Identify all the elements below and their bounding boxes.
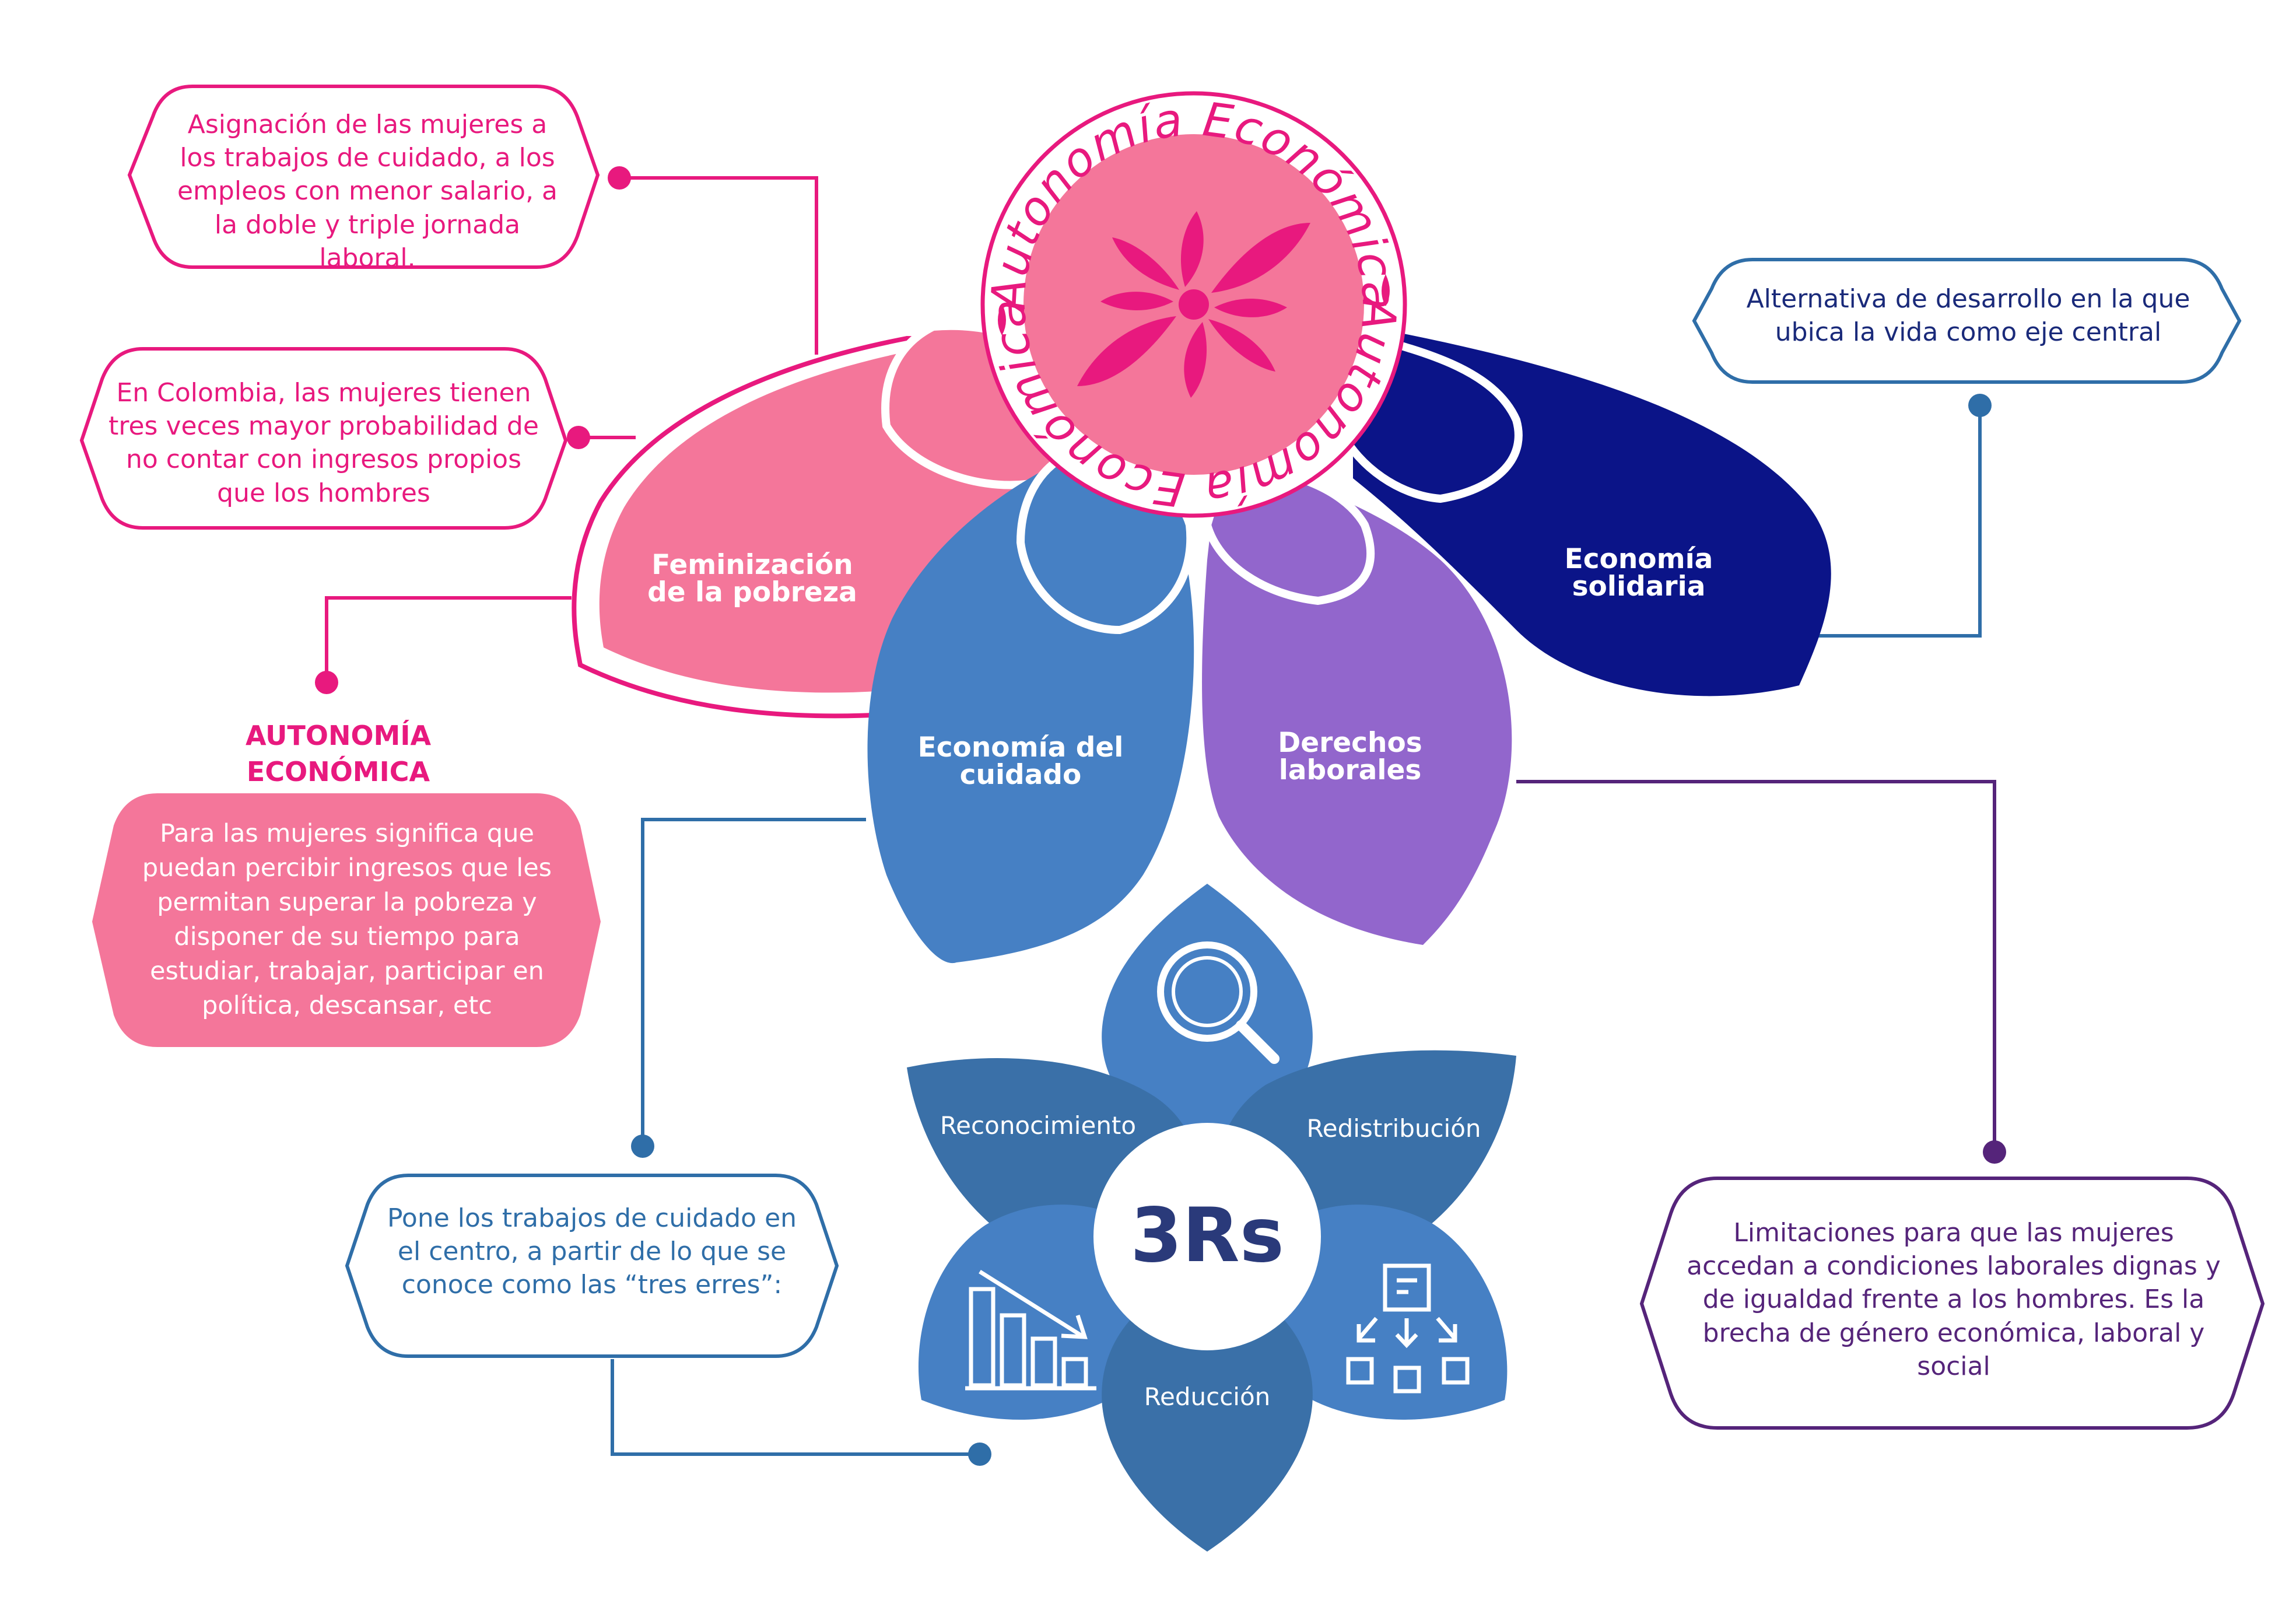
three-rs-flower <box>907 884 1516 1552</box>
connector-limitaciones <box>1516 780 1996 1152</box>
three-rs-center-label: 3Rs <box>1130 1192 1284 1279</box>
box-colombia-frame <box>79 347 568 530</box>
box-alternativa-frame <box>1692 258 2242 384</box>
connector-alternativa <box>1814 405 1982 638</box>
connector-heading <box>325 596 572 682</box>
connector-dot-alternativa <box>1968 394 1992 417</box>
connector-dot-limitaciones <box>1983 1140 2006 1164</box>
connector-pone-bottom <box>611 1359 980 1456</box>
flower-ornament-icon <box>1077 211 1310 398</box>
autonomia-heading-line2: ECONÓMICA <box>246 756 430 788</box>
three-rs-center-circle <box>1093 1123 1321 1350</box>
box-definicion-frame <box>92 793 601 1047</box>
box-pone-frame <box>345 1174 839 1358</box>
box-limitaciones-frame <box>1639 1177 2265 1430</box>
ring-drop-right <box>1382 274 1390 306</box>
petal-3rs-reduccion <box>1102 1277 1313 1552</box>
label-derechos-laborales: Derechos laborales <box>1278 727 1422 786</box>
colombia-text: En Colombia, las mujeres tienen tres vec… <box>108 378 539 508</box>
label-reconocimiento: Reconocimiento <box>940 1111 1137 1140</box>
declining-chart-icon <box>965 1270 1096 1391</box>
connector-asignacion <box>619 176 818 355</box>
limitaciones-text: Limitaciones para que las mujeres acceda… <box>1687 1218 2221 1381</box>
label-economia-solidaria: Economía solidaria <box>1564 543 1713 603</box>
definicion-text: Para las mujeres significa que puedan pe… <box>142 819 552 1020</box>
connector-dot-colombia <box>567 426 590 449</box>
magnifier-icon <box>1157 941 1280 1064</box>
label-redistribucion: Redistribución <box>1306 1114 1481 1143</box>
autonomia-heading: AUTONOMÍA ECONÓMICA <box>216 717 461 790</box>
petal-3rs-top <box>1102 884 1313 1149</box>
autonomia-heading-line1: AUTONOMÍA <box>245 720 432 751</box>
connector-dot-heading <box>315 671 338 694</box>
connector-dot-pone <box>631 1135 654 1158</box>
label-feminizacion: Feminización de la pobreza <box>647 549 857 608</box>
asignacion-text: Asignación de las mujeres a los trabajos… <box>177 110 558 273</box>
ring-drop-left <box>998 303 1006 335</box>
pone-text: Pone los trabajos de cuidado en el centr… <box>387 1203 797 1300</box>
boxes-distribution-icon <box>1346 1263 1470 1394</box>
connector-pone-top <box>641 818 866 1146</box>
box-asignacion-frame <box>127 85 600 269</box>
alternativa-text: Alternativa de desarrollo en la que ubic… <box>1746 284 2190 348</box>
connector-dot-asignacion <box>608 166 631 190</box>
label-reduccion: Reducción <box>1144 1382 1271 1411</box>
connector-dot-reduccion <box>968 1443 991 1466</box>
label-economia-cuidado: Economía del cuidado <box>917 731 1124 791</box>
